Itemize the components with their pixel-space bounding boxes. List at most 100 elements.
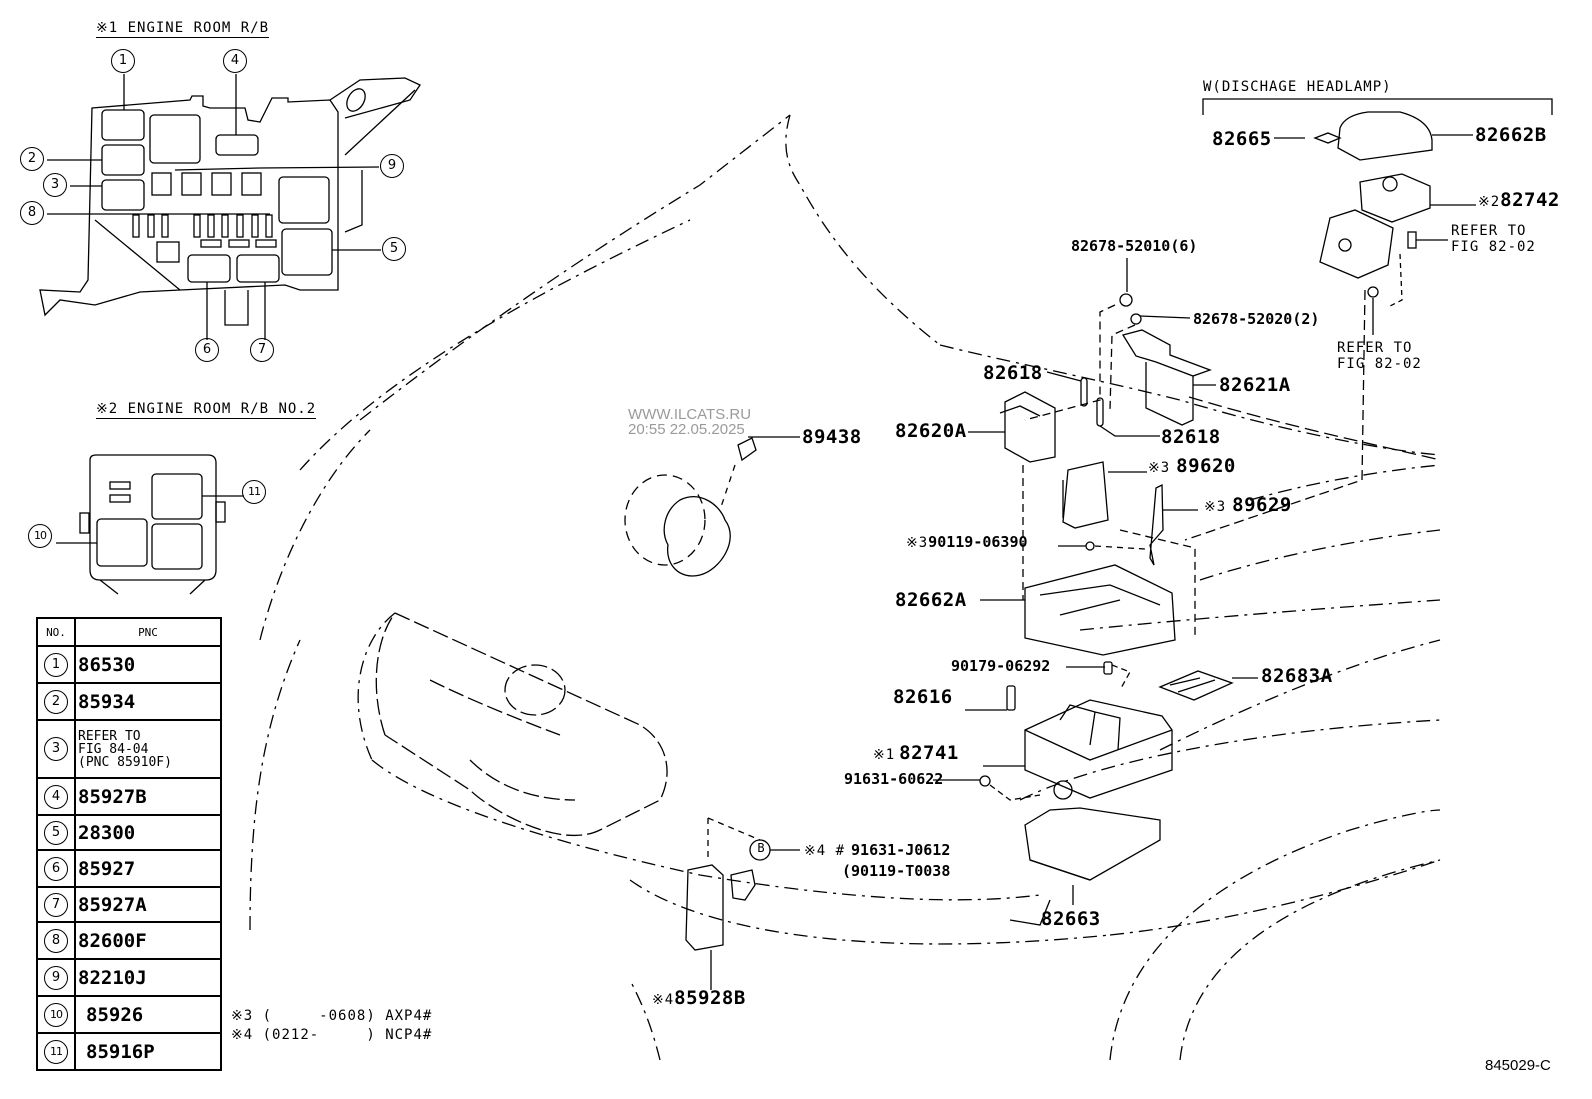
part-82616[interactable]: 82616 — [893, 686, 953, 708]
callout-1[interactable]: 1 — [111, 49, 135, 73]
row-pnc[interactable]: 85927B — [74, 777, 222, 816]
refer-fig-82-02-b[interactable]: REFER TO FIG 82-02 — [1337, 340, 1422, 372]
clips-82618 — [1046, 371, 1160, 437]
table-row: 3 REFER TO FIG 84-04 (PNC 85910F) — [36, 719, 222, 779]
row-pnc[interactable]: 82600F — [74, 921, 222, 960]
part-89438[interactable]: 89438 — [802, 426, 862, 448]
note-mark: ※3 — [906, 535, 929, 551]
engine-room-rb-drawing — [39, 74, 421, 340]
part-82665[interactable]: 82665 — [1212, 128, 1272, 150]
refer-line-1: REFER TO — [1451, 223, 1527, 239]
part-82678-52020[interactable]: 82678-52020(2) — [1193, 310, 1320, 328]
callout-2[interactable]: 2 — [20, 147, 44, 171]
watermark: WWW.ILCATS.RU 20:55 22.05.2025 — [628, 407, 751, 437]
refer-line-1: REFER TO — [1337, 340, 1413, 356]
callout-10[interactable]: 10 — [28, 524, 52, 548]
note-mark: ※3 — [1204, 499, 1227, 515]
headlamp-group-title: W(DISCHAGE HEADLAMP) — [1203, 79, 1392, 95]
inset2-title: ※2 ENGINE ROOM R/B NO.2 — [96, 401, 317, 419]
callout-4[interactable]: 4 — [223, 49, 247, 73]
front-grille-outline — [375, 612, 668, 836]
cover-82662A — [980, 564, 1176, 656]
part-91631-J0612[interactable]: ※4 #91631-J0612 — [804, 842, 950, 859]
part-82742[interactable]: ※282742 — [1478, 191, 1560, 210]
note-mark: ※3 — [1148, 460, 1171, 476]
note-4-model: NCP4# — [385, 1027, 433, 1043]
part-82678-52010[interactable]: 82678-52010(6) — [1071, 237, 1198, 255]
part-90179-06292[interactable]: 90179-06292 — [951, 657, 1051, 675]
note-3-range: ( -0608) — [262, 1008, 376, 1024]
callout-9[interactable]: 9 — [380, 154, 404, 178]
ref-line-1: REFER TO — [78, 728, 141, 744]
note-4: ※4 (0212- ) NCP4# — [231, 1028, 432, 1042]
row-no-circle: 4 — [44, 784, 68, 809]
row-no-circle: 7 — [44, 892, 68, 917]
fuse-puller-82616 — [965, 685, 1016, 711]
row-no-circle: 10 — [44, 1002, 68, 1027]
note-4-range: (0212- ) — [262, 1027, 376, 1043]
part-82618-lower[interactable]: 82618 — [1161, 426, 1221, 448]
part-82620A[interactable]: 82620A — [895, 420, 967, 442]
callout-5[interactable]: 5 — [382, 237, 406, 261]
part-82621A[interactable]: 82621A — [1219, 374, 1291, 396]
header-pnc: PNC — [74, 617, 222, 647]
relay-block-82742 — [1184, 173, 1476, 541]
note-mark: ※2 — [1478, 194, 1501, 210]
note-4-mark: ※4 — [231, 1027, 254, 1043]
note-mark: ※4 — [652, 992, 675, 1008]
engine-room-rb-no2-drawing — [56, 454, 244, 595]
row-no-circle: 11 — [44, 1039, 68, 1064]
header-no: NO. — [36, 617, 76, 647]
row-pnc[interactable]: 86530 — [74, 645, 222, 684]
row-pnc[interactable]: 85926 — [74, 995, 222, 1034]
row-pnc[interactable]: 85927A — [74, 886, 222, 923]
part-number: 82742 — [1500, 189, 1560, 211]
part-85928B[interactable]: ※485928B — [652, 989, 746, 1008]
part-82683A[interactable]: 82683A — [1261, 665, 1333, 687]
note-mark: ※4 # — [804, 843, 846, 859]
row-no-circle: 2 — [44, 689, 68, 714]
pnc-table-header: NO. PNC — [36, 617, 222, 647]
screw-90119-06390 — [1058, 529, 1196, 635]
row-pnc[interactable]: 85934 — [74, 682, 222, 721]
part-91631-60622[interactable]: 91631-60622 — [844, 770, 944, 788]
relay-85928B — [685, 817, 800, 990]
callout-6[interactable]: 6 — [195, 338, 219, 362]
relay-box-82741 — [983, 699, 1173, 800]
part-82662B[interactable]: 82662B — [1475, 124, 1547, 146]
part-82663[interactable]: 82663 — [1041, 908, 1101, 930]
part-82618-upper[interactable]: 82618 — [983, 362, 1043, 384]
part-number: 90119-06390 — [928, 533, 1028, 551]
callout-11[interactable]: 11 — [242, 480, 266, 504]
relay-cover-82662B — [1274, 111, 1473, 161]
clip-90179-06292 — [1066, 661, 1131, 691]
note-3: ※3 ( -0608) AXP4# — [231, 1009, 432, 1023]
row-pnc[interactable]: 28300 — [74, 814, 222, 851]
part-89620[interactable]: ※3 89620 — [1148, 457, 1236, 476]
part-82662A[interactable]: 82662A — [895, 589, 967, 611]
refer-fig-82-02-a[interactable]: REFER TO FIG 82-02 — [1451, 223, 1536, 255]
bolt-callout-b[interactable]: B — [757, 841, 765, 855]
part-number: 89620 — [1176, 455, 1236, 477]
part-90119-06390[interactable]: ※390119-06390 — [906, 533, 1028, 551]
refer-line-2: FIG 82-02 — [1337, 356, 1422, 372]
callout-7[interactable]: 7 — [250, 338, 274, 362]
callout-8[interactable]: 8 — [20, 201, 44, 225]
headlamp-group-bracket — [1202, 98, 1553, 115]
row-no-circle: 5 — [44, 820, 68, 845]
part-number: 82741 — [899, 742, 959, 764]
part-90119-T0038[interactable]: (90119-T0038 — [842, 862, 951, 880]
callout-3[interactable]: 3 — [43, 173, 67, 197]
row-pnc[interactable]: 82210J — [74, 958, 222, 997]
row-pnc-reference[interactable]: REFER TO FIG 84-04 (PNC 85910F) — [74, 719, 222, 779]
row-pnc[interactable]: 85916P — [74, 1032, 222, 1071]
row-no-circle: 1 — [44, 652, 68, 677]
row-pnc[interactable]: 85927 — [74, 849, 222, 888]
